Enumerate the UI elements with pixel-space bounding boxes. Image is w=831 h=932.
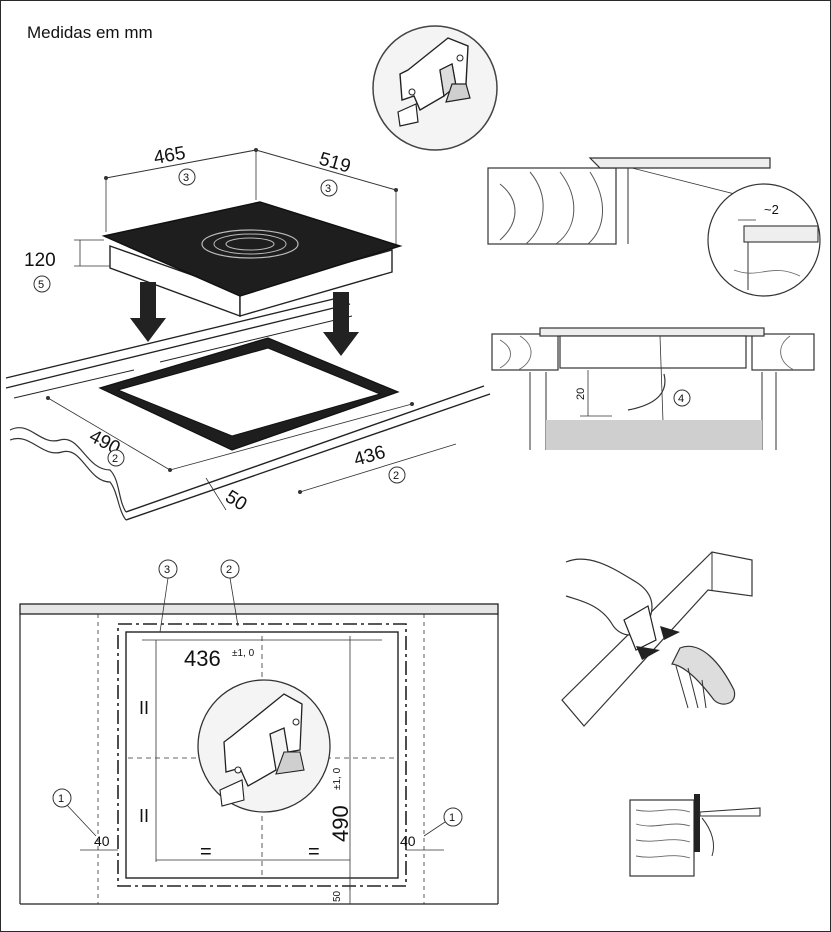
callout-5-label: 5 [38, 279, 44, 291]
callout-4-cable: 4 [673, 389, 691, 407]
svg-text:II: II [139, 698, 149, 718]
dim-bottom: 50 [332, 890, 343, 902]
clip-install-illustration [561, 551, 753, 727]
wood-screw-detail [629, 794, 761, 877]
equal-mark-right: = [308, 841, 320, 863]
callout-2-label: 2 [226, 564, 232, 576]
dim-side-left: 40 [94, 833, 110, 849]
dim-plan-width: 436 [184, 646, 221, 671]
callout-3-hob-depth: 3 [320, 179, 338, 197]
dim-hob-width: 465 [152, 143, 187, 169]
callout-3-label: 3 [164, 564, 170, 576]
callout-2-cutout-depth: 2 [107, 449, 125, 467]
callout-1-label: 1 [58, 793, 64, 805]
section-clearance-detail [491, 327, 815, 451]
dim-plan-depth: 490 [328, 805, 353, 842]
dim-clearance: 20 [575, 388, 587, 400]
callout-2-cutout-width: 2 [388, 466, 406, 484]
callout-3-label: 3 [183, 172, 189, 184]
callout-1-left: 1 [52, 788, 72, 808]
clip-detail-top [372, 25, 498, 151]
dim-plan-depth-tol: ±1, 0 [332, 767, 343, 790]
dim-hob-depth: 519 [317, 149, 353, 178]
cutout-plan-view: II II [19, 577, 499, 905]
page-title: Medidas em mm [27, 23, 153, 42]
callout-3-hob-width: 3 [178, 168, 196, 186]
callout-3-label: 3 [325, 183, 331, 195]
dim-edge-distance: 50 [221, 486, 250, 515]
dim-side-right: 40 [400, 833, 416, 849]
hob-isometric [74, 148, 403, 356]
equal-mark-left: = [200, 841, 212, 863]
callout-1-right: 1 [443, 807, 463, 827]
callout-2-label: 2 [112, 453, 118, 465]
section-gap-detail [487, 157, 821, 297]
callout-2-plan: 2 [220, 559, 240, 579]
dim-plan-width-tol: ±1, 0 [232, 648, 255, 659]
dim-gap: ~2 [764, 202, 779, 217]
callout-2-label: 2 [393, 470, 399, 482]
callout-3-plan: 3 [158, 559, 178, 579]
dim-hob-height: 120 [24, 250, 56, 271]
callout-5-height: 5 [33, 275, 51, 293]
callout-1-label: 1 [449, 812, 455, 824]
svg-text:II: II [139, 806, 149, 826]
callout-4-label: 4 [678, 393, 684, 405]
worktop-isometric [5, 295, 491, 521]
